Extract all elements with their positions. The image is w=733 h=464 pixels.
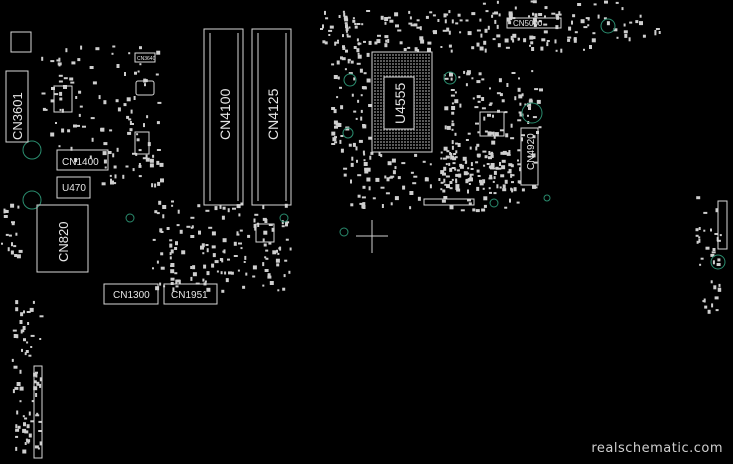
cn5000-label: CN5000 xyxy=(513,19,543,28)
square-chip-2 xyxy=(255,223,275,243)
cn4920-label: CN4920 xyxy=(526,133,537,170)
cn1300-label: CN1300 xyxy=(113,290,150,301)
cn820-connector[interactable]: CN820 xyxy=(36,204,89,273)
u4555-label: U4555 xyxy=(392,83,408,124)
cn1400-label: CN1400 xyxy=(62,157,99,168)
cn1951-label: CN1951 xyxy=(171,290,208,301)
component-pads xyxy=(1,0,722,454)
small-module-outline-2 xyxy=(134,131,150,155)
cn4125-label: CN4125 xyxy=(265,88,281,140)
small-rounded-pad xyxy=(135,80,155,96)
cn3640-connector[interactable]: CN3640 xyxy=(134,52,156,63)
square-chip xyxy=(479,111,505,137)
left-edge-connector xyxy=(33,365,43,459)
small-square-pad xyxy=(10,31,32,53)
cn5000-connector[interactable]: CN5000 xyxy=(506,17,562,29)
u4555-cpu[interactable]: U4555 xyxy=(371,51,433,153)
watermark: realschematic.com xyxy=(591,441,723,456)
small-module-outline xyxy=(53,85,73,113)
u470-chip[interactable]: U470 xyxy=(56,176,91,199)
cn1951-connector[interactable]: CN1951 xyxy=(163,283,218,305)
cn3601-connector[interactable]: CN3601 xyxy=(5,70,29,143)
cn4125-dimm-slot[interactable]: CN4125 xyxy=(251,28,292,206)
cn4920-connector[interactable]: CN4920 xyxy=(520,127,539,186)
cn820-label: CN820 xyxy=(56,222,71,262)
cn1400-connector[interactable]: CN1400 xyxy=(56,149,109,171)
cn4100-dimm-slot[interactable]: CN4100 xyxy=(203,28,244,206)
cn3640-label: CN3640 xyxy=(137,56,156,62)
mounting-holes xyxy=(22,18,726,270)
right-edge-connector xyxy=(717,200,728,250)
crosshair-cursor xyxy=(356,220,388,253)
cn1300-connector[interactable]: CN1300 xyxy=(103,283,159,305)
cn3601-label: CN3601 xyxy=(10,92,25,140)
header-strip xyxy=(423,198,475,206)
cn4100-label: CN4100 xyxy=(217,88,233,140)
u470-label: U470 xyxy=(62,183,86,194)
